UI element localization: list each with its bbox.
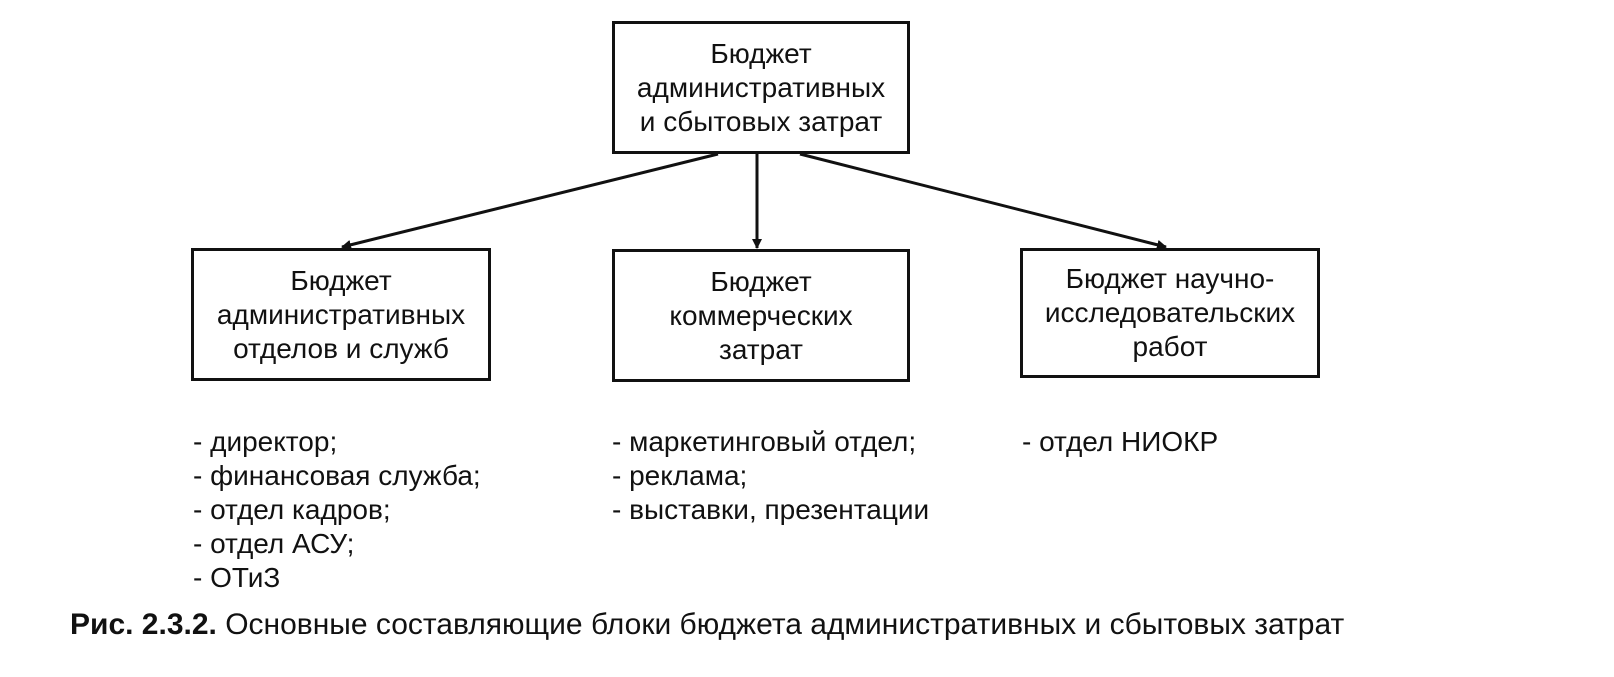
- admin-box-line: Бюджет: [290, 264, 392, 296]
- rnd-box-line: Бюджет научно-: [1065, 263, 1275, 294]
- commercial-budget-box: Бюджет коммерческих затрат: [612, 249, 910, 382]
- figure-number: Рис. 2.3.2.: [70, 608, 217, 641]
- rnd-budget-box: Бюджет научно- исследовательских работ: [1020, 248, 1320, 378]
- arrow-to-admin: [341, 152, 719, 250]
- commercial-items-list: - маркетинговый отдел; - реклама; - выст…: [612, 425, 929, 527]
- list-item: - отдел кадров;: [193, 494, 391, 525]
- commercial-box-line: коммерческих: [669, 299, 853, 331]
- root-box-line: и сбытовых затрат: [639, 105, 883, 137]
- root-box-line: административных: [636, 71, 886, 103]
- root-box-line: Бюджет: [710, 37, 812, 69]
- list-item: - ОТиЗ: [193, 562, 281, 593]
- list-item: - маркетинговый отдел;: [612, 426, 917, 457]
- list-item: - отдел НИОКР: [1022, 426, 1219, 457]
- rnd-box-line: работ: [1132, 331, 1208, 362]
- arrow-to-rnd: [799, 152, 1167, 250]
- commercial-box-line: Бюджет: [710, 265, 812, 297]
- admin-budget-box: Бюджет административных отделов и служб: [191, 248, 491, 381]
- figure-caption: Рис. 2.3.2. Основные составляющие блоки …: [70, 607, 1344, 643]
- admin-box-line: отделов и служб: [233, 332, 449, 364]
- list-item: - директор;: [193, 426, 338, 457]
- commercial-box-line: затрат: [719, 333, 803, 365]
- admin-items-list: - директор; - финансовая служба; - отдел…: [193, 425, 481, 595]
- admin-box-line: административных: [216, 298, 466, 330]
- list-item: - отдел АСУ;: [193, 528, 355, 559]
- rnd-box-line: исследовательских: [1044, 297, 1296, 328]
- list-item: - выставки, презентации: [612, 494, 930, 525]
- figure-caption-text: Основные составляющие блоки бюджета адми…: [216, 608, 1345, 641]
- root-budget-box: Бюджет административных и сбытовых затра…: [612, 21, 910, 154]
- list-item: - финансовая служба;: [193, 460, 481, 491]
- rnd-items-list: - отдел НИОКР: [1022, 425, 1218, 459]
- list-item: - реклама;: [612, 460, 748, 491]
